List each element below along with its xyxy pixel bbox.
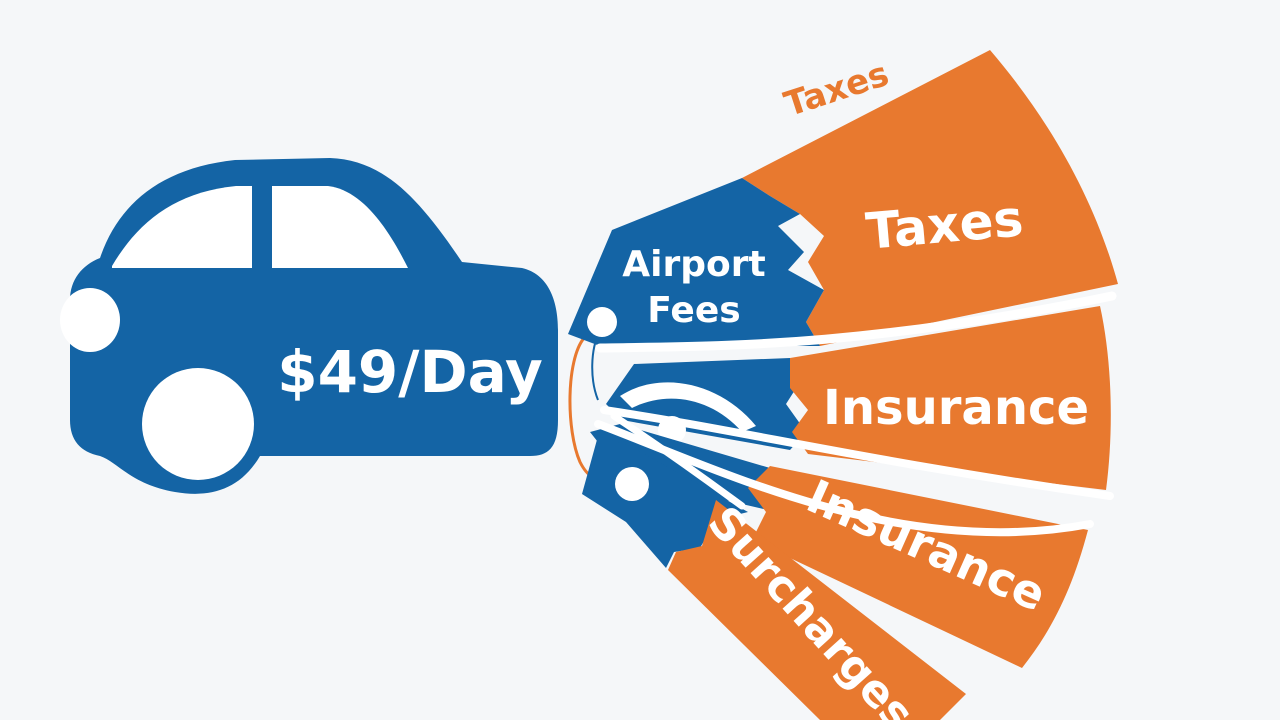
airport-fees-label-line2: Fees <box>647 290 740 331</box>
taxes-label: Taxes <box>864 189 1026 260</box>
price-label: $49/Day <box>277 338 543 406</box>
car-rear-window <box>272 186 408 268</box>
tag-insurance-2: Insurance <box>590 424 1088 668</box>
tag-airport-fees-blue <box>568 178 824 346</box>
fan-dividers <box>594 291 1117 537</box>
insurance-1-label: Insurance <box>823 380 1089 436</box>
airport-fees-label-line1: Airport <box>622 244 765 285</box>
tag-taxes: Taxes Airport Fees <box>568 50 1118 346</box>
tag-surcharges-orange <box>668 500 966 720</box>
fan-divider-1 <box>595 291 1117 353</box>
car-front-window <box>112 186 252 268</box>
tag-taxes-orange <box>742 50 1118 346</box>
tag-hole-1 <box>587 307 617 337</box>
tag-insurance-1: Insurance <box>606 306 1111 490</box>
tag-insurance-1-white-band <box>620 382 756 432</box>
car-headlight <box>60 288 120 352</box>
fan-divider-4 <box>610 412 746 510</box>
tag-insurance-2-orange <box>748 466 1088 668</box>
fan-divider-2 <box>600 406 1114 500</box>
car-icon: $49/Day <box>60 158 558 494</box>
car-wheel <box>142 368 254 480</box>
tag-hole-3 <box>615 467 649 501</box>
tag-insurance-2-blue <box>590 424 770 510</box>
tag-insurance-1-orange <box>790 306 1111 490</box>
